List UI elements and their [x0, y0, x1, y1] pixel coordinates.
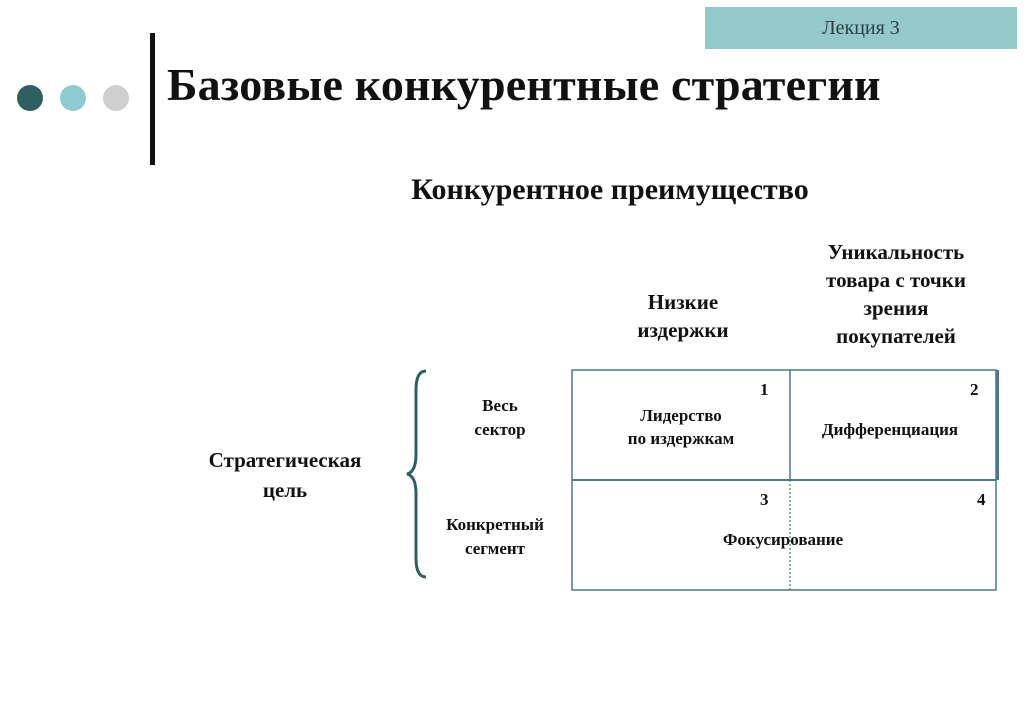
decor-dot-dark	[17, 85, 43, 111]
lecture-tab: Лекция 3	[705, 7, 1017, 49]
cell-number-3: 3	[760, 490, 769, 509]
strategy-matrix	[571, 369, 999, 591]
title-divider	[150, 33, 155, 165]
curly-brace	[406, 369, 427, 579]
cell-number-2: 2	[970, 380, 979, 399]
decor-dot-grey	[103, 85, 129, 111]
decor-dot-light	[60, 85, 86, 111]
lecture-label: Лекция 3	[822, 16, 900, 39]
slide-title: Базовые конкурентные стратегии	[167, 59, 881, 110]
cell-differentiation: Дифференциация	[821, 420, 959, 439]
cell-number-1: 1	[760, 380, 769, 399]
slide-subtitle: Конкурентное преимущество	[411, 173, 809, 206]
matrix-right-edge-highlight	[996, 370, 999, 480]
cell-number-4: 4	[977, 490, 986, 509]
cell-focus: Фокусирование	[722, 530, 844, 549]
